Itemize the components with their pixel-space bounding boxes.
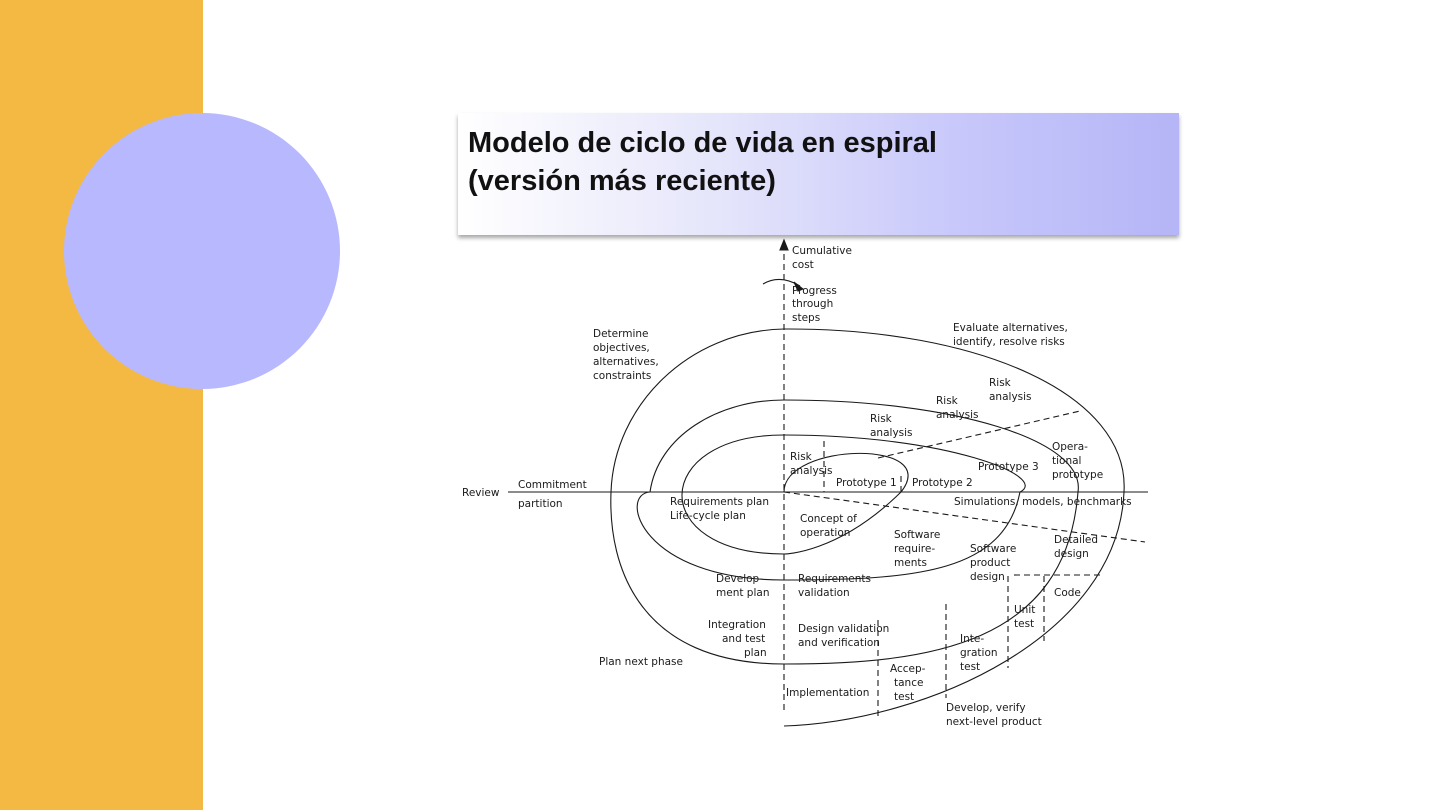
unit-test-line-1: Unit	[1014, 604, 1035, 616]
risk-analysis-4-line-2: analysis	[989, 391, 1032, 403]
integration-test-line-2: gration	[960, 647, 998, 659]
operational-prototype-line-3: prototype	[1052, 469, 1103, 481]
evaluate-label-1: Evaluate alternatives,	[953, 322, 1068, 334]
concept-line-1: Concept of	[800, 513, 857, 525]
development-plan-line-1: Develop-	[716, 573, 763, 585]
design-validation-line-1: Design validation	[798, 623, 889, 635]
risk-analysis-3-line-2: analysis	[936, 409, 979, 421]
code-label: Code	[1054, 587, 1081, 599]
axis-arrowhead	[779, 238, 789, 251]
spiral-loop-2	[681, 434, 1026, 581]
partition-label: partition	[518, 498, 563, 510]
operational-prototype-line-1: Opera-	[1052, 441, 1088, 453]
spiral-model-diagram: Cumulative cost Progress through steps R…	[458, 236, 1148, 730]
risk-analysis-4-line-1: Risk	[989, 377, 1012, 389]
integration-test-line-3: test	[960, 661, 980, 673]
prototype-2-label: Prototype 2	[912, 477, 973, 489]
unit-test-line-2: test	[1014, 618, 1034, 630]
integration-test-line-1: Inte-	[960, 633, 984, 645]
risk-boundary	[877, 410, 1081, 459]
operational-prototype-line-2: tional	[1052, 455, 1081, 467]
requirements-validation-line-1: Requirements	[798, 573, 871, 585]
acceptance-test-line-2: tance	[894, 677, 923, 689]
software-requirements-line-3: ments	[894, 557, 927, 569]
life-cycle-plan-label: Life-cycle plan	[670, 510, 746, 522]
design-boundary	[783, 491, 1146, 543]
concept-line-2: operation	[800, 527, 850, 539]
integration-plan-line-3: plan	[744, 647, 767, 659]
software-product-line-2: product	[970, 557, 1010, 569]
evaluate-label-2: identify, resolve risks	[953, 336, 1065, 348]
detailed-design-line-1: Detailed	[1054, 534, 1098, 546]
review-label: Review	[462, 487, 500, 499]
software-requirements-line-2: require-	[894, 543, 935, 555]
software-requirements-line-1: Software	[894, 529, 940, 541]
risk-analysis-1-line-2: analysis	[790, 465, 833, 477]
risk-analysis-2-line-2: analysis	[870, 427, 913, 439]
cost-label-2: cost	[792, 259, 814, 271]
risk-analysis-3-line-1: Risk	[936, 395, 959, 407]
progress-label-3: steps	[792, 312, 820, 324]
acceptance-test-line-1: Accep-	[890, 663, 926, 675]
detailed-design-line-2: design	[1054, 548, 1089, 560]
progress-arrowhead	[793, 281, 805, 292]
develop-verify-label-1: Develop, verify	[946, 702, 1026, 714]
prototype-1-label: Prototype 1	[836, 477, 897, 489]
spiral-diagram-svg: Cumulative cost Progress through steps R…	[462, 238, 1148, 728]
objectives-label-2: objectives,	[593, 342, 650, 354]
risk-analysis-1-line-1: Risk	[790, 451, 813, 463]
spiral-loop-3	[636, 399, 1079, 665]
slide-title-line-2: (versión más reciente)	[468, 165, 776, 197]
software-product-line-1: Software	[970, 543, 1016, 555]
slide-title-line-1: Modelo de ciclo de vida en espiral	[468, 127, 937, 159]
spiral-loop-4	[610, 328, 1125, 727]
development-plan-line-2: ment plan	[716, 587, 769, 599]
spiral-loop-1	[783, 452, 909, 555]
integration-plan-line-2: and test	[722, 633, 765, 645]
progress-label-1: Progress	[792, 285, 837, 297]
software-product-line-3: design	[970, 571, 1005, 583]
objectives-label-4: constraints	[593, 370, 651, 382]
progress-label-2: through	[792, 298, 833, 310]
cost-label-1: Cumulative	[792, 245, 852, 257]
develop-verify-label-2: next-level product	[946, 716, 1042, 728]
acceptance-test-line-3: test	[894, 691, 914, 703]
plan-next-phase-label: Plan next phase	[599, 656, 683, 668]
slide-title-banner: Modelo de ciclo de vida en espiral (vers…	[458, 113, 1179, 235]
objectives-label-1: Determine	[593, 328, 649, 340]
commitment-label: Commitment	[518, 479, 587, 491]
requirements-validation-line-2: validation	[798, 587, 850, 599]
decorative-circle	[64, 113, 340, 389]
risk-analysis-2-line-1: Risk	[870, 413, 893, 425]
requirements-plan-label: Requirements plan	[670, 496, 769, 508]
prototype-3-label: Prototype 3	[978, 461, 1039, 473]
design-validation-line-2: and verification	[798, 637, 880, 649]
simulations-label: Simulations, models, benchmarks	[954, 496, 1132, 508]
implementation-label: Implementation	[786, 687, 869, 699]
objectives-label-3: alternatives,	[593, 356, 659, 368]
integration-plan-line-1: Integration	[708, 619, 766, 631]
